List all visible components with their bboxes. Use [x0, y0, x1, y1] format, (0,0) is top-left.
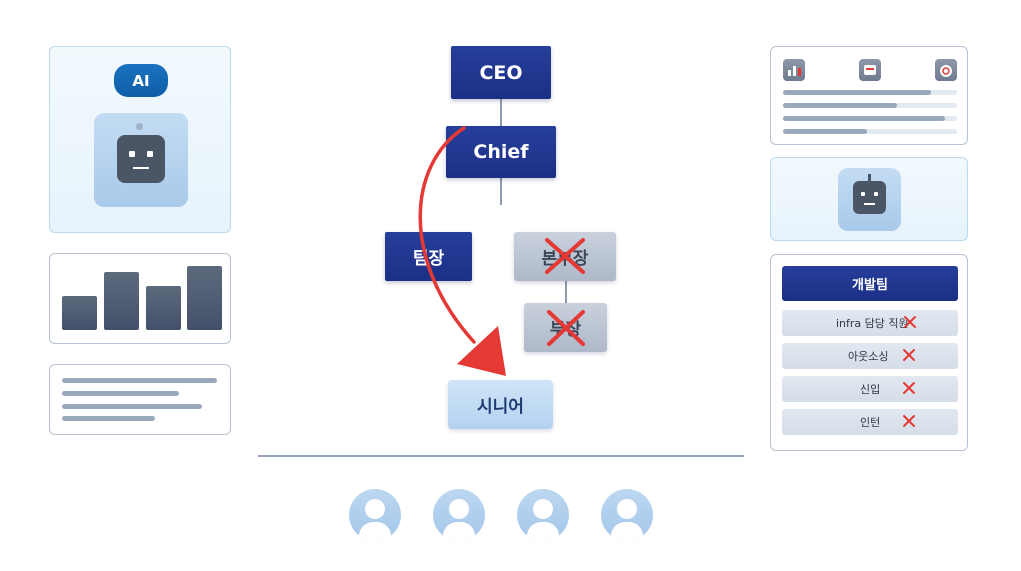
- robot-eye-left: [129, 151, 135, 157]
- dashboard-card: [770, 46, 968, 145]
- robot-icon: [117, 135, 165, 183]
- text-line: [62, 378, 217, 383]
- team-member-row: 신입: [782, 376, 958, 402]
- text-lines-card: [49, 364, 231, 435]
- promotion-arrow-icon: [418, 126, 506, 376]
- team-member-row: infra 담당 직원: [782, 310, 958, 336]
- person-avatar: [517, 489, 569, 541]
- person-avatar: [433, 489, 485, 541]
- baseline-divider: [258, 455, 744, 457]
- chart-bar: [104, 272, 139, 330]
- text-line: [62, 391, 179, 396]
- bar-chart-card: [49, 253, 231, 344]
- robot-icon: [853, 181, 886, 214]
- progress-line: [783, 103, 897, 108]
- removed-x-icon: [903, 349, 915, 361]
- robot-mouth: [133, 167, 149, 169]
- ai-card: AI: [49, 46, 231, 233]
- progress-line: [783, 90, 931, 95]
- node-ceo: CEO: [451, 46, 551, 99]
- team-title: 개발팀: [782, 266, 958, 301]
- person-avatar: [349, 489, 401, 541]
- team-member-label: infra 담당 직원: [836, 317, 909, 330]
- removed-x-icon: [903, 415, 915, 427]
- node-chief: Chief: [446, 126, 556, 178]
- node-team-lead: 팀장: [385, 232, 472, 281]
- team-member-row: 인턴: [782, 409, 958, 435]
- team-member-row: 아웃소싱: [782, 343, 958, 369]
- team-member-label: 신입: [860, 383, 881, 396]
- chart-bar: [187, 266, 222, 330]
- team-member-label: 인턴: [860, 416, 881, 429]
- robot-antenna: [136, 123, 143, 130]
- team-card: 개발팀 infra 담당 직원 아웃소싱 신입 인턴: [770, 254, 968, 451]
- person-avatar: [601, 489, 653, 541]
- progress-line: [783, 116, 945, 121]
- removed-x-icon: [903, 382, 915, 394]
- ai-badge: AI: [114, 64, 168, 97]
- robot-eye-right: [147, 151, 153, 157]
- connector-chief-down: [500, 178, 502, 205]
- robot-tile-small: [838, 168, 901, 231]
- chart-bar: [146, 286, 181, 330]
- alarm-icon: [935, 59, 957, 81]
- robot-card: [770, 157, 968, 241]
- robot-tile: [94, 113, 188, 207]
- text-line: [62, 404, 202, 409]
- removed-x-icon: [904, 316, 916, 328]
- connector-division-department: [565, 281, 567, 303]
- bar-chart: [62, 266, 222, 330]
- progress-line: [783, 129, 867, 134]
- chart-icon: [783, 59, 805, 81]
- device-icon: [859, 59, 881, 81]
- team-member-label: 아웃소싱: [848, 350, 889, 363]
- cross-division-head-icon: [545, 238, 585, 274]
- chart-bar: [62, 296, 97, 330]
- text-line: [62, 416, 155, 421]
- connector-ceo-chief: [500, 99, 502, 126]
- node-senior: 시니어: [448, 380, 553, 429]
- cross-department-head-icon: [547, 310, 585, 346]
